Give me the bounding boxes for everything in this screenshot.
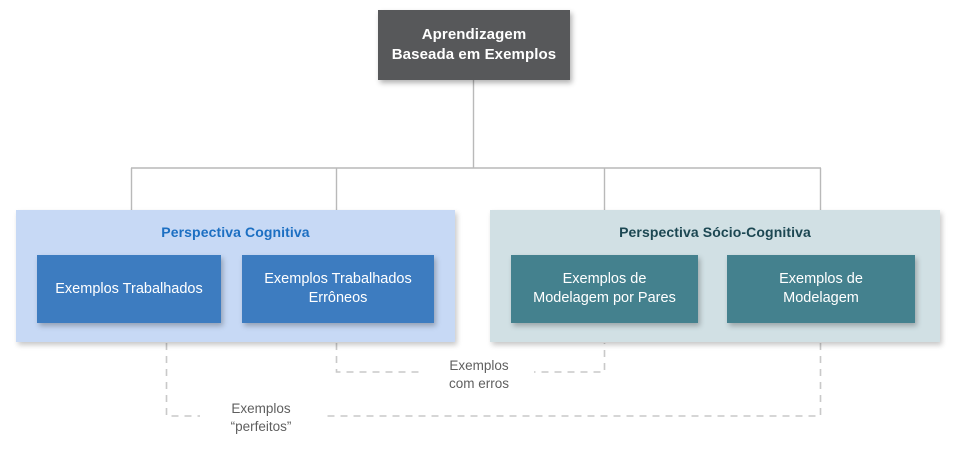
node-exemplos-trabalhados-label: Exemplos Trabalhados bbox=[55, 280, 203, 297]
node-exemplos-modelagem-pares[interactable]: Exemplos de Modelagem por Pares bbox=[511, 255, 698, 323]
node-exemplos-modelagem-pares-label: Exemplos de Modelagem por Pares bbox=[533, 271, 676, 306]
perspective-cognitive-title: Perspectiva Cognitiva bbox=[161, 224, 310, 240]
perspective-socio-cognitive-title: Perspectiva Sócio-Cognitiva bbox=[619, 224, 811, 240]
node-exemplos-modelagem-label: Exemplos de Modelagem bbox=[779, 271, 863, 306]
node-exemplos-trabalhados-erroneos[interactable]: Exemplos Trabalhados Errôneos bbox=[242, 255, 434, 323]
node-exemplos-modelagem[interactable]: Exemplos de Modelagem bbox=[727, 255, 915, 323]
root-node-label: Aprendizagem Baseada em Exemplos bbox=[391, 26, 557, 63]
root-node[interactable]: Aprendizagem Baseada em Exemplos bbox=[378, 10, 570, 80]
node-exemplos-trabalhados[interactable]: Exemplos Trabalhados bbox=[37, 255, 221, 323]
edge-label-com-erros: Exemplos com erros bbox=[424, 357, 534, 393]
node-exemplos-trabalhados-erroneos-label: Exemplos Trabalhados Errôneos bbox=[264, 271, 412, 306]
edge-label-perfeitos: Exemplos “perfeitos” bbox=[200, 400, 322, 436]
